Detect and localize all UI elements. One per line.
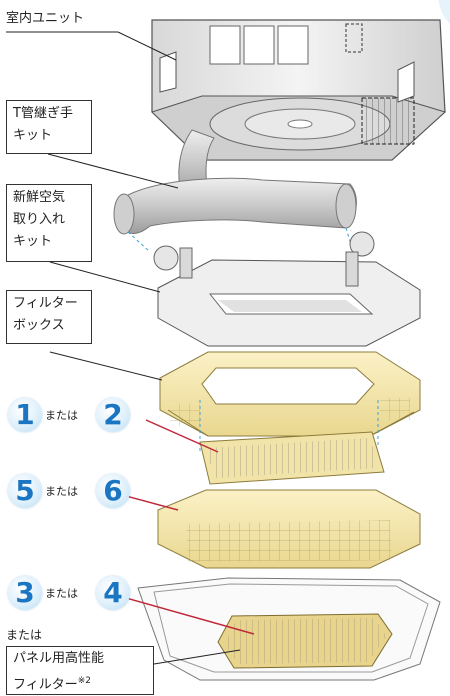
fresh-air-line-3: キット bbox=[13, 234, 53, 249]
filter-56-drawing bbox=[157, 489, 421, 569]
filter-12-drawing bbox=[199, 431, 385, 485]
label-indoor-unit: 室内ユニット bbox=[6, 11, 85, 26]
label-fresh-air-kit: 新鮮空気 取り入れ キット bbox=[6, 184, 92, 262]
or-connector-1: または bbox=[45, 409, 78, 422]
badge-3: 3 bbox=[8, 576, 42, 610]
badge-2: 2 bbox=[96, 398, 130, 432]
leader-t-joint bbox=[47, 153, 179, 189]
or-connector-2: または bbox=[45, 485, 78, 498]
leader-filter-56 bbox=[125, 495, 179, 511]
panel-filter-line-2-text: フィルター bbox=[13, 677, 78, 693]
filter-box-line-2: ボックス bbox=[13, 318, 65, 333]
leader-filter-box bbox=[49, 351, 163, 381]
filter-box-drawing bbox=[159, 351, 421, 452]
t-joint-line-1: T管継ぎ手 bbox=[13, 106, 73, 121]
fresh-air-line-1: 新鮮空気 bbox=[13, 190, 66, 205]
fresh-air-kit-drawing bbox=[153, 231, 421, 347]
badge-6: 6 bbox=[96, 474, 130, 508]
panel-filter-line-1: パネル用高性能 bbox=[13, 651, 105, 666]
leader-panel-filter bbox=[153, 649, 241, 665]
leader-filter-34 bbox=[125, 597, 255, 635]
badge-4: 4 bbox=[96, 576, 130, 610]
or-connector-3: または bbox=[45, 587, 78, 600]
t-joint-kit-drawing bbox=[113, 129, 357, 253]
label-or-bottom: または bbox=[6, 628, 43, 642]
t-joint-line-2: キット bbox=[13, 128, 53, 143]
leader-fresh-air bbox=[49, 261, 161, 293]
panel-filter-line-2: フィルター※2 bbox=[13, 670, 147, 696]
fresh-air-line-2: 取り入れ bbox=[13, 212, 66, 227]
badge-1: 1 bbox=[8, 398, 42, 432]
badge-5: 5 bbox=[8, 474, 42, 508]
label-panel-filter: パネル用高性能 フィルター※2 bbox=[6, 646, 154, 695]
indoor-unit-drawing bbox=[151, 19, 446, 161]
panel-drawing bbox=[137, 577, 441, 681]
panel-filter-note: ※2 bbox=[77, 676, 92, 686]
leader-filter-12 bbox=[145, 419, 219, 453]
label-filter-box: フィルター ボックス bbox=[6, 290, 92, 344]
filter-box-line-1: フィルター bbox=[13, 296, 78, 311]
label-t-joint-kit: T管継ぎ手 キット bbox=[6, 100, 92, 154]
corner-decoration bbox=[438, 0, 450, 25]
